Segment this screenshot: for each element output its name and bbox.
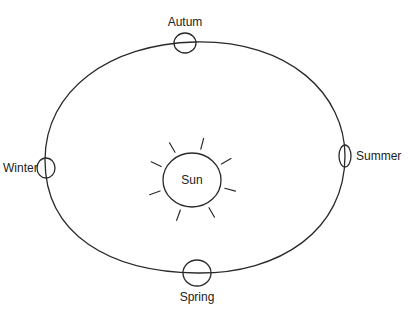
season-label: Summer — [356, 149, 401, 163]
season-planet: Summer — [338, 144, 402, 168]
sun-ray — [225, 188, 236, 191]
orbit-path — [45, 42, 345, 273]
season-label: Winter — [3, 161, 38, 175]
sun-ray — [201, 138, 204, 149]
sun-rays — [150, 138, 236, 220]
season-label: Autum — [168, 15, 203, 29]
sun-ray — [209, 208, 215, 218]
season-planet: Autum — [167, 15, 203, 54]
sun-ray — [177, 210, 181, 220]
season-planet: Winter — [3, 157, 56, 179]
sun-ray — [150, 191, 160, 195]
season-label: Spring — [180, 290, 215, 304]
sun-circle: Sun — [162, 152, 222, 208]
season-planet: Spring — [179, 259, 215, 304]
sun-ray — [221, 159, 231, 165]
sun-label: Sun — [181, 173, 202, 187]
sun-ray — [170, 143, 176, 153]
sun-ray — [151, 162, 161, 167]
